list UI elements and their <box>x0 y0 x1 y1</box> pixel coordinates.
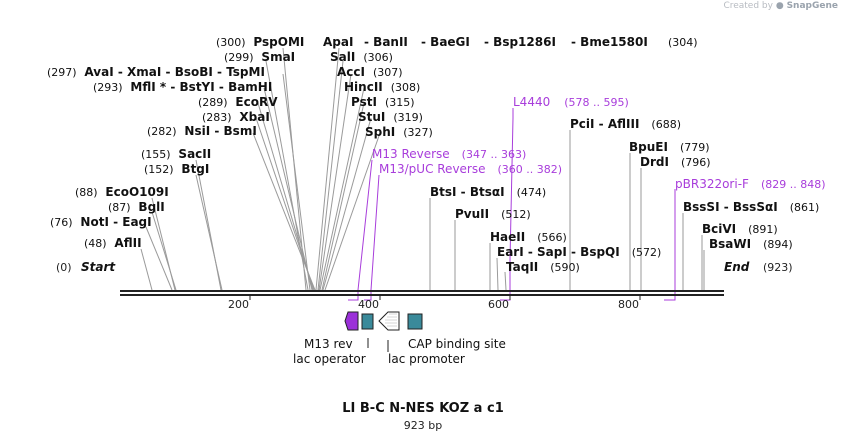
enzyme-label: BssSI - BssSαI(861) <box>683 200 819 214</box>
enzyme-label: (76) NotI - EagI <box>50 215 152 229</box>
enzyme-label: (300) PspOMI <box>216 35 304 49</box>
tick-label-800: 800 <box>618 298 639 311</box>
feature-label: lac operator <box>293 352 366 366</box>
enzyme-label: HaeII(566) <box>490 230 567 244</box>
enzyme-label: EarI - SapI - BspQI(572) <box>497 245 661 259</box>
enzyme-label: - BanII <box>364 35 408 49</box>
primer-label: M13/pUC Reverse(360 .. 382) <box>379 162 562 176</box>
lac-operator-feature <box>361 313 374 330</box>
feature-label: lac promoter <box>388 352 465 366</box>
primer-label: M13 Reverse(347 .. 363) <box>372 147 526 161</box>
lac-promoter-hatch <box>385 313 397 327</box>
enzyme-labels-mid: SalI(306) AccI(307) HincII(308) PstI(315… <box>330 50 433 139</box>
cap-binding-site-feature <box>407 313 423 330</box>
enzyme-labels-left: (300) PspOMI ApaI - BanII - BaeGI - Bsp1… <box>47 35 698 250</box>
enzyme-label: AccI(307) <box>337 65 403 79</box>
enzyme-label: PvuII(512) <box>455 207 531 221</box>
enzyme-leader-lines <box>140 47 705 291</box>
ruler-ticks <box>249 296 641 300</box>
credit-prefix: Created by <box>723 1 773 11</box>
credit-brand: SnapGene <box>786 1 838 11</box>
feature-label: M13 rev <box>304 337 353 351</box>
enzyme-label: (282) NsiI - BsmI <box>147 124 257 138</box>
dna-backbone <box>120 290 724 296</box>
enzyme-label: HincII(308) <box>344 80 420 94</box>
enzyme-label: (155) SacII <box>141 147 211 161</box>
snapgene-logo: ● <box>775 1 784 11</box>
enzyme-label: PciI - AflIII(688) <box>570 117 681 131</box>
enzyme-label: ApaI <box>323 35 353 49</box>
start-label: Start <box>81 260 116 274</box>
primer-labels: L4440(578 .. 595) M13 Reverse(347 .. 363… <box>372 95 826 191</box>
tick-label-600: 600 <box>488 298 509 311</box>
enzyme-label: SphI(327) <box>365 125 433 139</box>
enzyme-label: (87) BglI <box>108 200 165 214</box>
end-label: End <box>724 260 750 274</box>
map-length: 923 bp <box>403 419 443 432</box>
map-title: LI B-C N-NES KOZ a c1 <box>342 401 504 416</box>
enzyme-label: BciVI(891) <box>702 222 778 236</box>
enzyme-label: BsaWI(894) <box>709 237 793 251</box>
enzyme-label: StuI(319) <box>358 110 423 124</box>
tick-label-200: 200 <box>228 298 249 311</box>
primer-label: L4440(578 .. 595) <box>513 95 629 109</box>
enzyme-label: (283) XbaI <box>202 110 270 124</box>
enzyme-label: (297) AvaI - XmaI - BsoBI - TspMI <box>47 65 265 79</box>
snapgene-credit: Created by ● SnapGene <box>723 1 838 11</box>
enzyme-label: BpuEI(779) <box>629 140 710 154</box>
feature-label: CAP binding site <box>408 337 506 351</box>
enzyme-label: (289) EcoRV <box>198 95 278 109</box>
origin-position: (0) <box>56 261 72 274</box>
enzyme-label: (48) AflII <box>84 236 142 250</box>
enzyme-label: (152) BtgI <box>144 162 209 176</box>
enzyme-label: PstI(315) <box>351 95 415 109</box>
m13-rev-feature-arrow <box>344 311 359 331</box>
enzyme-label: TaqII(590) <box>506 260 580 274</box>
enzyme-label: BtsI - BtsαI(474) <box>430 185 546 199</box>
enzyme-label: SalI(306) <box>330 50 393 64</box>
enzyme-label: - BaeGI <box>421 35 470 49</box>
enzyme-position: (304) <box>668 36 698 49</box>
lac-promoter-feature-arrow <box>378 311 400 331</box>
enzyme-labels-right: PciI - AflIII(688) BpuEI(779) DrdI(796) … <box>430 117 819 274</box>
enzyme-label: - Bsp1286I <box>484 35 556 49</box>
enzyme-label: (88) EcoO109I <box>75 185 169 199</box>
enzyme-label: (299) SmaI <box>224 50 295 64</box>
feature-labels: M13 rev lac operator lac promoter CAP bi… <box>293 337 506 366</box>
tick-label-400: 400 <box>358 298 379 311</box>
enzyme-label: (293) MflI * - BstYI - BamHI <box>93 80 272 94</box>
primer-label: pBR322ori-F(829 .. 848) <box>675 177 826 191</box>
features <box>344 311 423 352</box>
end-position: (923) <box>763 261 793 274</box>
enzyme-label: DrdI(796) <box>640 155 711 169</box>
enzyme-label: - Bme1580I <box>571 35 648 49</box>
